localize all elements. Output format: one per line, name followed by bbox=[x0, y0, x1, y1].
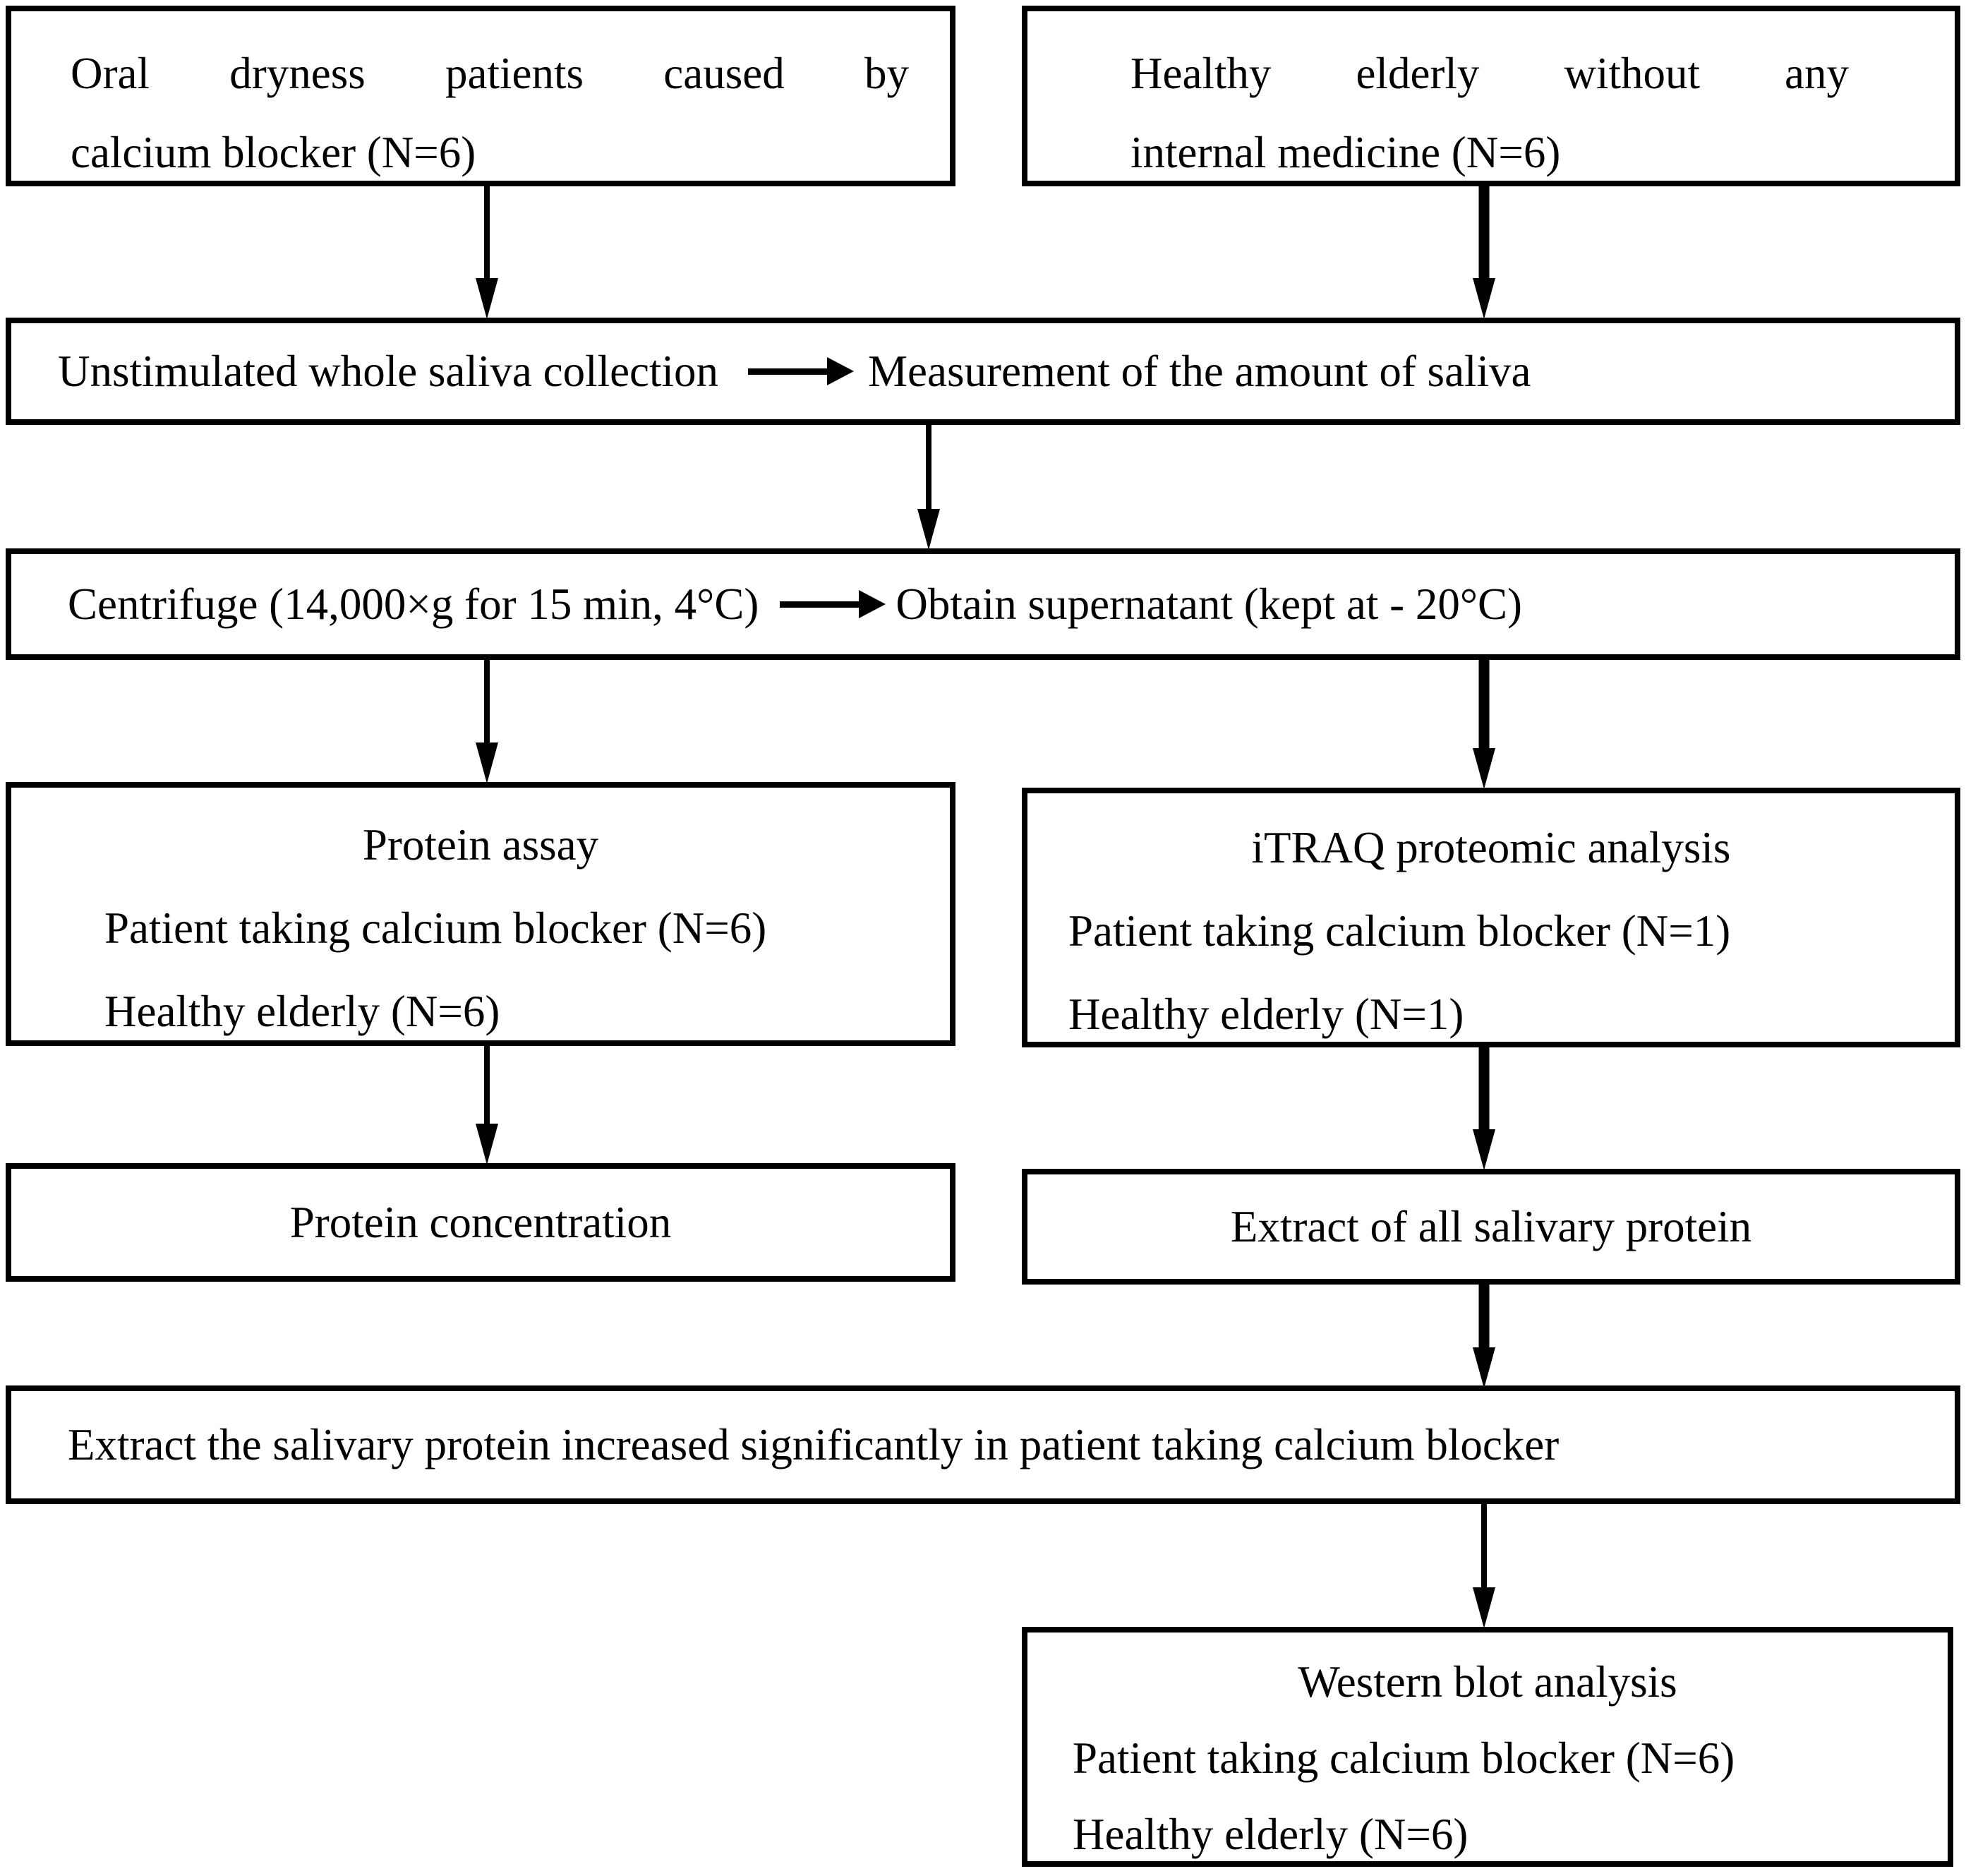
western-line2: Healthy elderly (N=6) bbox=[1073, 1810, 1469, 1859]
box-oral-line2: calcium blocker (N=6) bbox=[71, 128, 476, 177]
protein-assay-line2: Healthy elderly (N=6) bbox=[104, 987, 500, 1036]
right-arrow-icon bbox=[748, 356, 855, 387]
extract-all-label: Extract of all salivary protein bbox=[1230, 1201, 1752, 1251]
itraq-title: iTRAQ proteomic analysis bbox=[1251, 823, 1731, 872]
western-title: Western blot analysis bbox=[1298, 1657, 1677, 1707]
centrifuge-label: Centrifuge (14,000×g for 15 min, 4°C) bbox=[68, 579, 759, 629]
itraq-line2: Healthy elderly (N=1) bbox=[1068, 990, 1464, 1039]
supernatant-label: Obtain supernatant (kept at - 20°C) bbox=[895, 579, 1523, 629]
saliva-collection-label: Unstimulated whole saliva collection bbox=[58, 346, 719, 396]
extract-significant-label: Extract the salivary protein increased s… bbox=[68, 1419, 1560, 1469]
down-arrow-healthy-to-collection bbox=[1470, 186, 1498, 319]
box-oral-line1: Oral dryness patients caused by bbox=[71, 49, 909, 98]
box-saliva-collection: Unstimulated whole saliva collection Mea… bbox=[6, 318, 1960, 425]
box-extract-all-salivary-protein: Extract of all salivary protein bbox=[1022, 1169, 1960, 1285]
saliva-measurement-label: Measurement of the amount of saliva bbox=[868, 346, 1531, 396]
down-arrow-centrifuge-to-itraq bbox=[1470, 660, 1498, 789]
down-arrow-oral-to-collection bbox=[473, 186, 501, 319]
protein-assay-title: Protein assay bbox=[362, 820, 599, 870]
box-extract-significant-protein: Extract the salivary protein increased s… bbox=[6, 1385, 1960, 1504]
down-arrow-collection-to-centrifuge bbox=[915, 425, 943, 550]
down-arrow-significant-to-western bbox=[1470, 1504, 1498, 1628]
down-arrow-extract-to-significant bbox=[1470, 1285, 1498, 1388]
right-arrow-icon bbox=[780, 589, 886, 620]
down-arrow-centrifuge-to-protein-assay bbox=[473, 660, 501, 783]
box-itraq-analysis: iTRAQ proteomic analysis Patient taking … bbox=[1022, 788, 1960, 1047]
down-arrow-itraq-to-extract bbox=[1470, 1047, 1498, 1170]
protein-assay-line1: Patient taking calcium blocker (N=6) bbox=[104, 903, 767, 953]
itraq-line1: Patient taking calcium blocker (N=1) bbox=[1068, 906, 1731, 956]
box-protein-assay: Protein assay Patient taking calcium blo… bbox=[6, 782, 955, 1046]
box-protein-concentration: Protein concentration bbox=[6, 1163, 955, 1282]
box-healthy-line2: internal medicine (N=6) bbox=[1130, 128, 1561, 177]
box-oral-dryness-patients: Oral dryness patients caused by calcium … bbox=[6, 6, 955, 186]
western-line1: Patient taking calcium blocker (N=6) bbox=[1073, 1733, 1735, 1783]
protein-concentration-label: Protein concentration bbox=[289, 1197, 672, 1247]
box-western-blot: Western blot analysis Patient taking cal… bbox=[1022, 1627, 1953, 1867]
box-healthy-line1: Healthy elderly without any bbox=[1130, 49, 1849, 98]
down-arrow-assay-to-concentration bbox=[473, 1046, 501, 1165]
box-healthy-elderly: Healthy elderly without any internal med… bbox=[1022, 6, 1960, 186]
box-centrifuge: Centrifuge (14,000×g for 15 min, 4°C) Ob… bbox=[6, 548, 1960, 660]
